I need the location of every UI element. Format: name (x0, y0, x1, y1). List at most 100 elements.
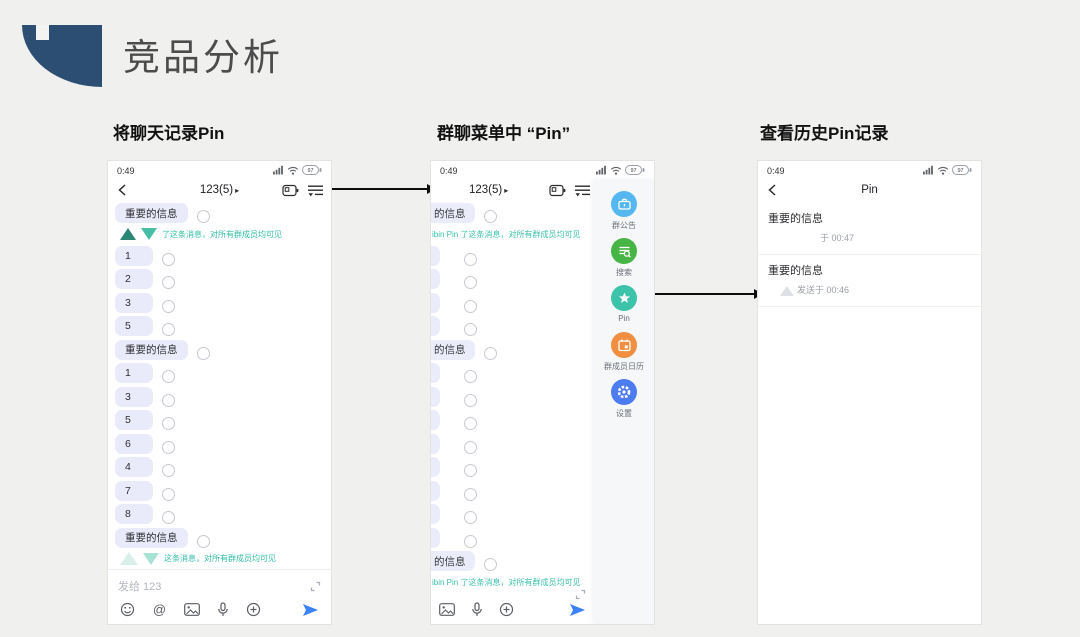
message-input[interactable]: 发给 123 (118, 581, 162, 593)
member-avatar (141, 228, 157, 240)
pin-select-checkbox[interactable] (464, 252, 477, 266)
chat-menu-button[interactable] (307, 184, 324, 197)
chat-bubble[interactable]: 1 (115, 363, 153, 383)
pin-select-checkbox[interactable] (483, 346, 497, 360)
smiley-button[interactable] (120, 602, 135, 617)
chat-bubble[interactable]: 5 (115, 316, 153, 336)
slide-logo (22, 25, 102, 87)
mic-button[interactable] (471, 602, 483, 617)
chat-bubble-truncated (431, 269, 440, 289)
pin-select-checkbox[interactable] (196, 534, 210, 548)
chat-message-row: 的信息 (431, 203, 594, 223)
menu-item-pinstar[interactable]: Pin (611, 285, 637, 324)
pin-select-checkbox[interactable] (162, 252, 175, 266)
pin-history-item[interactable]: 重要的信息发送于 00:46 (758, 255, 981, 307)
message-input-bar (431, 589, 594, 624)
chat-bubble[interactable]: 3 (115, 292, 153, 313)
chat-bubble[interactable]: 重要的信息 (115, 339, 188, 360)
chat-bubble[interactable]: 重要的信息 (115, 203, 188, 223)
pin-select-checkbox[interactable] (196, 210, 210, 223)
chat-bubble-truncated (431, 504, 440, 524)
video-call-button[interactable] (549, 184, 566, 197)
status-icons: 97 (596, 162, 645, 180)
chat-bubble[interactable]: 5 (115, 410, 153, 430)
plus-button[interactable] (246, 602, 261, 617)
chat-bubble[interactable]: 重要的信息 (115, 527, 188, 548)
video-call-button[interactable] (282, 184, 299, 197)
send-button[interactable] (302, 603, 319, 617)
pin-select-checkbox[interactable] (196, 346, 210, 360)
chat-message-row: 3 (115, 292, 331, 313)
menu-item-announcement[interactable]: 群公告 (611, 191, 637, 230)
pin-select-checkbox[interactable] (483, 210, 497, 223)
pin-select-checkbox[interactable] (162, 299, 175, 313)
menu-item-label: 设置 (616, 409, 632, 418)
plus-button[interactable] (499, 602, 514, 617)
pin-select-checkbox[interactable] (464, 323, 477, 336)
pin-select-checkbox[interactable] (162, 511, 175, 524)
chat-bubble[interactable]: 3 (115, 386, 153, 407)
chat-bubble[interactable]: 8 (115, 504, 153, 524)
pin-select-checkbox[interactable] (162, 464, 175, 477)
pin-select-checkbox[interactable] (162, 370, 175, 383)
expand-input-icon[interactable] (575, 589, 586, 600)
pin-select-checkbox[interactable] (162, 393, 175, 407)
pin-select-checkbox[interactable] (162, 487, 175, 501)
pin-system-notice: ibin Pin 了这条消息，对所有群成员均可见 (432, 227, 594, 242)
pin-select-checkbox[interactable] (464, 511, 477, 524)
menu-item-calendar[interactable]: 群成员日历 (604, 332, 644, 371)
pin-select-checkbox[interactable] (464, 276, 477, 289)
pin-select-checkbox[interactable] (464, 487, 477, 501)
pin-select-checkbox[interactable] (162, 440, 175, 454)
mic-button[interactable] (217, 602, 229, 617)
chat-menu-button[interactable] (574, 184, 591, 197)
chat-bubble[interactable]: 4 (115, 457, 153, 477)
back-button[interactable] (117, 183, 127, 197)
menu-item-searchdoc[interactable]: 搜索 (611, 238, 637, 277)
chat-message-row: 重要的信息 (115, 203, 331, 223)
pin-history-item[interactable]: 重要的信息于 00:47 (758, 203, 981, 255)
pin-select-checkbox[interactable] (483, 558, 497, 571)
chat-bubble-truncated (431, 480, 440, 501)
chat-bubble[interactable]: 1 (115, 245, 153, 266)
chat-bubble[interactable]: 2 (115, 269, 153, 289)
pin-select-checkbox[interactable] (162, 417, 175, 430)
chat-bubble[interactable]: 的信息 (431, 551, 475, 571)
pin-select-checkbox[interactable] (464, 464, 477, 477)
chat-message-row: 2 (115, 269, 331, 289)
chat-message-row: 的信息 (431, 551, 594, 571)
chat-bubble[interactable]: 7 (115, 480, 153, 501)
at-button[interactable]: @ (152, 602, 167, 617)
chat-message-row (431, 363, 594, 383)
pin-select-checkbox[interactable] (464, 299, 477, 313)
expand-input-icon[interactable] (310, 581, 321, 592)
image-button[interactable] (439, 603, 455, 616)
status-bar: 0:49 97 (431, 161, 654, 179)
chat-message-row: 7 (115, 480, 331, 501)
chat-bubble[interactable]: 的信息 (431, 339, 475, 360)
pin-select-checkbox[interactable] (464, 393, 477, 407)
back-button[interactable] (767, 183, 777, 197)
send-button[interactable] (569, 603, 586, 617)
image-button[interactable] (184, 603, 200, 616)
pin-notice-text: ibin Pin 了这条消息，对所有群成员均可见 (432, 577, 581, 587)
pin-select-checkbox[interactable] (464, 417, 477, 430)
pin-select-checkbox[interactable] (162, 276, 175, 289)
chat-bubble[interactable]: 的信息 (431, 203, 475, 223)
chat-title[interactable]: 123(5)▸ (469, 184, 509, 196)
chat-title[interactable]: 123(5)▸ (199, 184, 240, 196)
chat-message-row: 的信息 (431, 339, 594, 360)
menu-item-label: 群公告 (612, 221, 636, 230)
pin-select-checkbox[interactable] (464, 440, 477, 454)
pin-select-checkbox[interactable] (464, 534, 477, 548)
chat-bubble[interactable]: 6 (115, 433, 153, 454)
pin-select-checkbox[interactable] (162, 323, 175, 336)
pin-select-checkbox[interactable] (464, 370, 477, 383)
chat-message-row: 3 (115, 386, 331, 407)
member-avatar (780, 286, 794, 296)
menu-item-gear[interactable]: 设置 (611, 379, 637, 418)
